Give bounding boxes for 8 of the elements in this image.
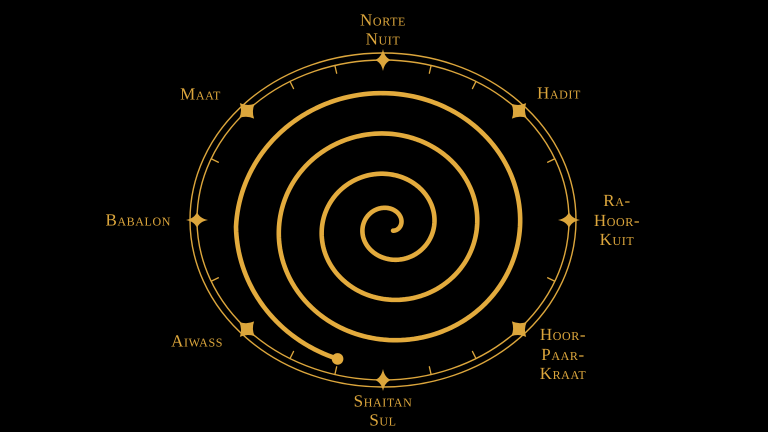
marker-label: Aiwass: [171, 331, 223, 351]
marker-label: Maat: [180, 84, 221, 104]
marker-label: Hadit: [537, 83, 581, 103]
marker-label: Shaitan Sul: [354, 391, 412, 430]
marker-label: Babalon: [105, 210, 171, 230]
marker-label: Hoor-Paar-Kraat: [540, 324, 586, 384]
marker-label: Norte Nuit: [360, 10, 406, 49]
marker-label: Ra-Hoor-Kuit: [594, 190, 640, 250]
